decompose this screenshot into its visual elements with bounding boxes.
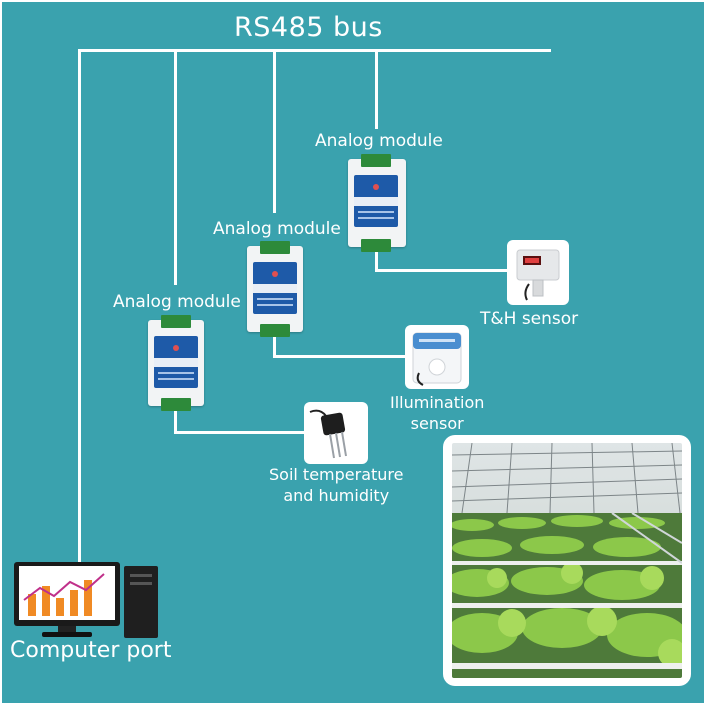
illumination-label-line-2: sensor — [410, 414, 464, 433]
soil-sensor-label: Soil temperature and humidity — [269, 464, 404, 506]
bus-line — [78, 49, 551, 52]
link-module-3-horizontal — [375, 269, 511, 272]
temperature-humidity-sensor-icon — [516, 249, 560, 301]
bus-drop-module-3 — [375, 49, 378, 129]
bus-drop-computer — [78, 49, 81, 571]
analog-module-1 — [148, 315, 204, 411]
module-label-1: Analog module — [113, 292, 241, 312]
th-sensor-card — [507, 240, 569, 305]
greenhouse-photo — [452, 443, 682, 678]
link-module-2-vertical — [273, 333, 276, 358]
greenhouse-photo-frame — [443, 435, 691, 686]
th-sensor-label: T&H sensor — [480, 309, 579, 329]
link-module-1-vertical — [174, 407, 177, 434]
soil-sensor-icon — [309, 409, 347, 459]
bus-drop-module-1 — [174, 49, 177, 285]
soil-label-line-1: Soil temperature — [269, 465, 404, 484]
link-module-1-horizontal — [174, 431, 307, 434]
illumination-sensor-icon — [412, 332, 462, 386]
illumination-sensor-label: Illumination sensor — [390, 392, 484, 434]
soil-sensor-card — [304, 402, 368, 464]
analog-module-2 — [247, 241, 303, 337]
module-label-3: Analog module — [315, 131, 443, 151]
computer-icon — [14, 562, 158, 638]
analog-module-3 — [348, 154, 406, 252]
computer-label: Computer port — [10, 638, 172, 663]
module-label-2: Analog module — [213, 219, 341, 239]
bus-drop-module-2 — [273, 49, 276, 213]
soil-label-line-2: and humidity — [283, 486, 390, 505]
illumination-sensor-card — [405, 325, 469, 389]
link-module-3-vertical — [375, 248, 378, 272]
link-module-2-horizontal — [273, 355, 407, 358]
bus-title: RS485 bus — [234, 12, 383, 43]
illumination-label-line-1: Illumination — [390, 393, 485, 412]
